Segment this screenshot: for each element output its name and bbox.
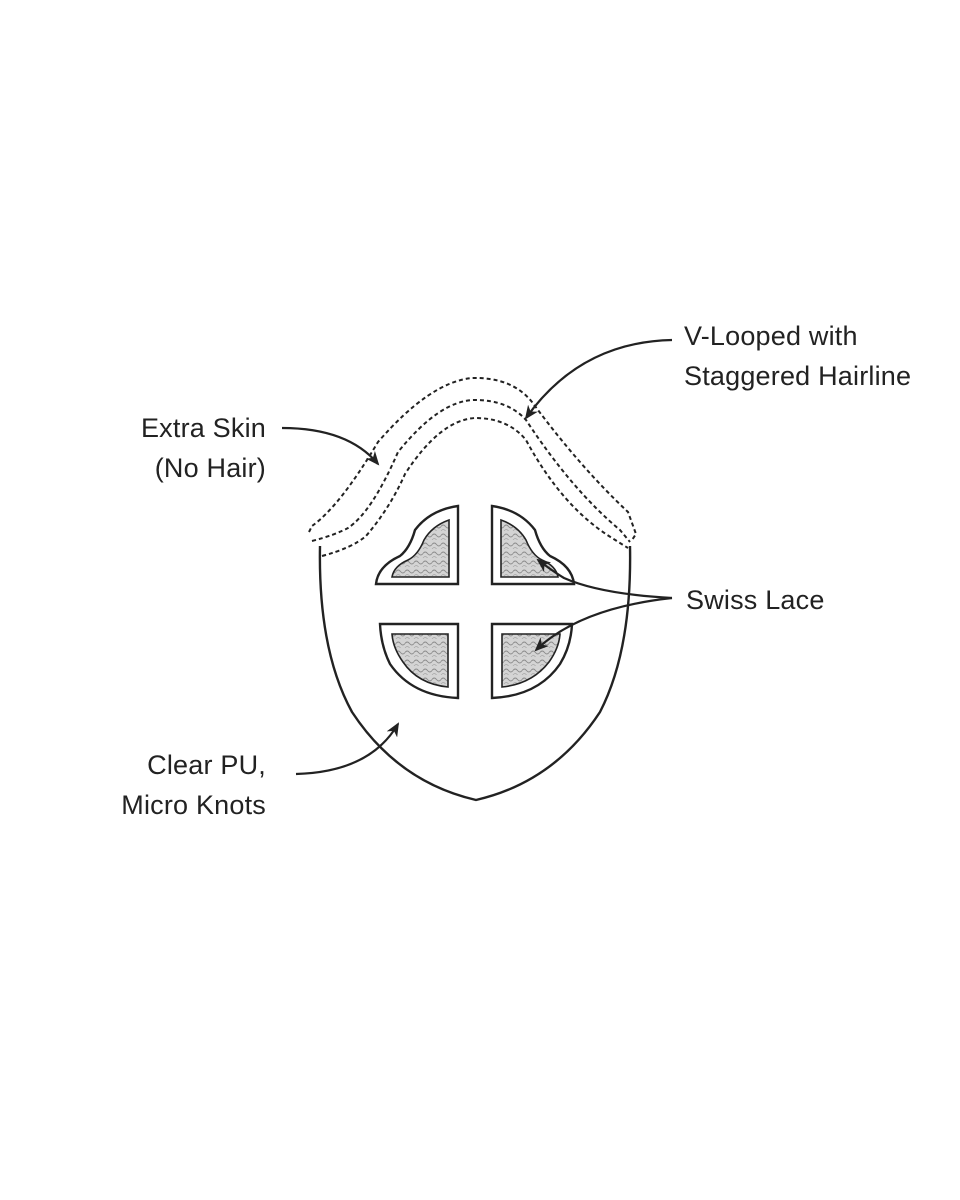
lace-window-bottom-right	[490, 622, 574, 700]
arrow-icon	[536, 558, 673, 600]
staggered-hairline-inner	[321, 416, 629, 557]
lace-window-top-left	[374, 504, 460, 586]
label-swiss-lace-line1: Swiss Lace	[686, 585, 825, 615]
label-v-looped-line1: V-Looped with	[684, 321, 858, 351]
label-clear-pu-line1: Clear PU,	[147, 750, 266, 780]
staggered-hairline	[311, 398, 631, 543]
arrow-icon	[534, 596, 673, 652]
label-clear-pu-line2: Micro Knots	[121, 790, 266, 820]
lace-window-top-right	[490, 504, 576, 586]
label-v-looped-hairline: V-Looped with Staggered Hairline	[684, 316, 911, 396]
label-v-looped-line2: Staggered Hairline	[684, 361, 912, 391]
arrow-icon	[524, 338, 673, 420]
label-extra-skin: Extra Skin (No Hair)	[141, 408, 266, 488]
label-extra-skin-line2: (No Hair)	[154, 453, 266, 483]
label-swiss-lace: Swiss Lace	[686, 580, 825, 620]
base-outline	[318, 545, 632, 802]
label-clear-pu: Clear PU, Micro Knots	[121, 745, 266, 825]
arrow-icon	[281, 426, 380, 466]
lace-window-bottom-left	[378, 622, 460, 700]
arrow-icon	[295, 722, 400, 776]
extra-skin-outline	[308, 376, 638, 541]
label-extra-skin-line1: Extra Skin	[140, 413, 266, 443]
